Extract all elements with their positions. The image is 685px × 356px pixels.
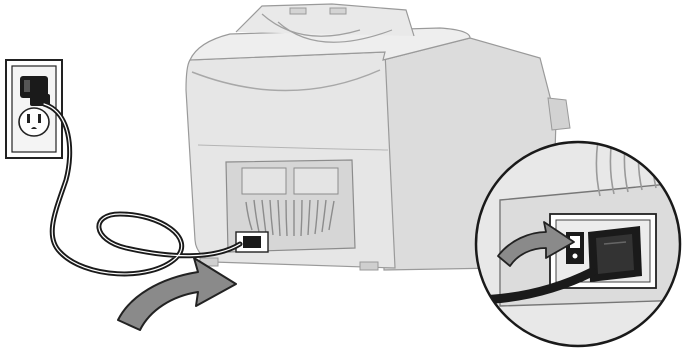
- power-switch-icon: [566, 232, 584, 264]
- power-plug-icon: [588, 226, 642, 282]
- arrow-icon: [497, 221, 575, 267]
- power-cord: [41, 101, 243, 277]
- power-plug-icon: [20, 76, 50, 106]
- arrow-icon: [117, 257, 237, 331]
- detail-inset: [474, 140, 682, 348]
- printer-icon: [185, 3, 571, 271]
